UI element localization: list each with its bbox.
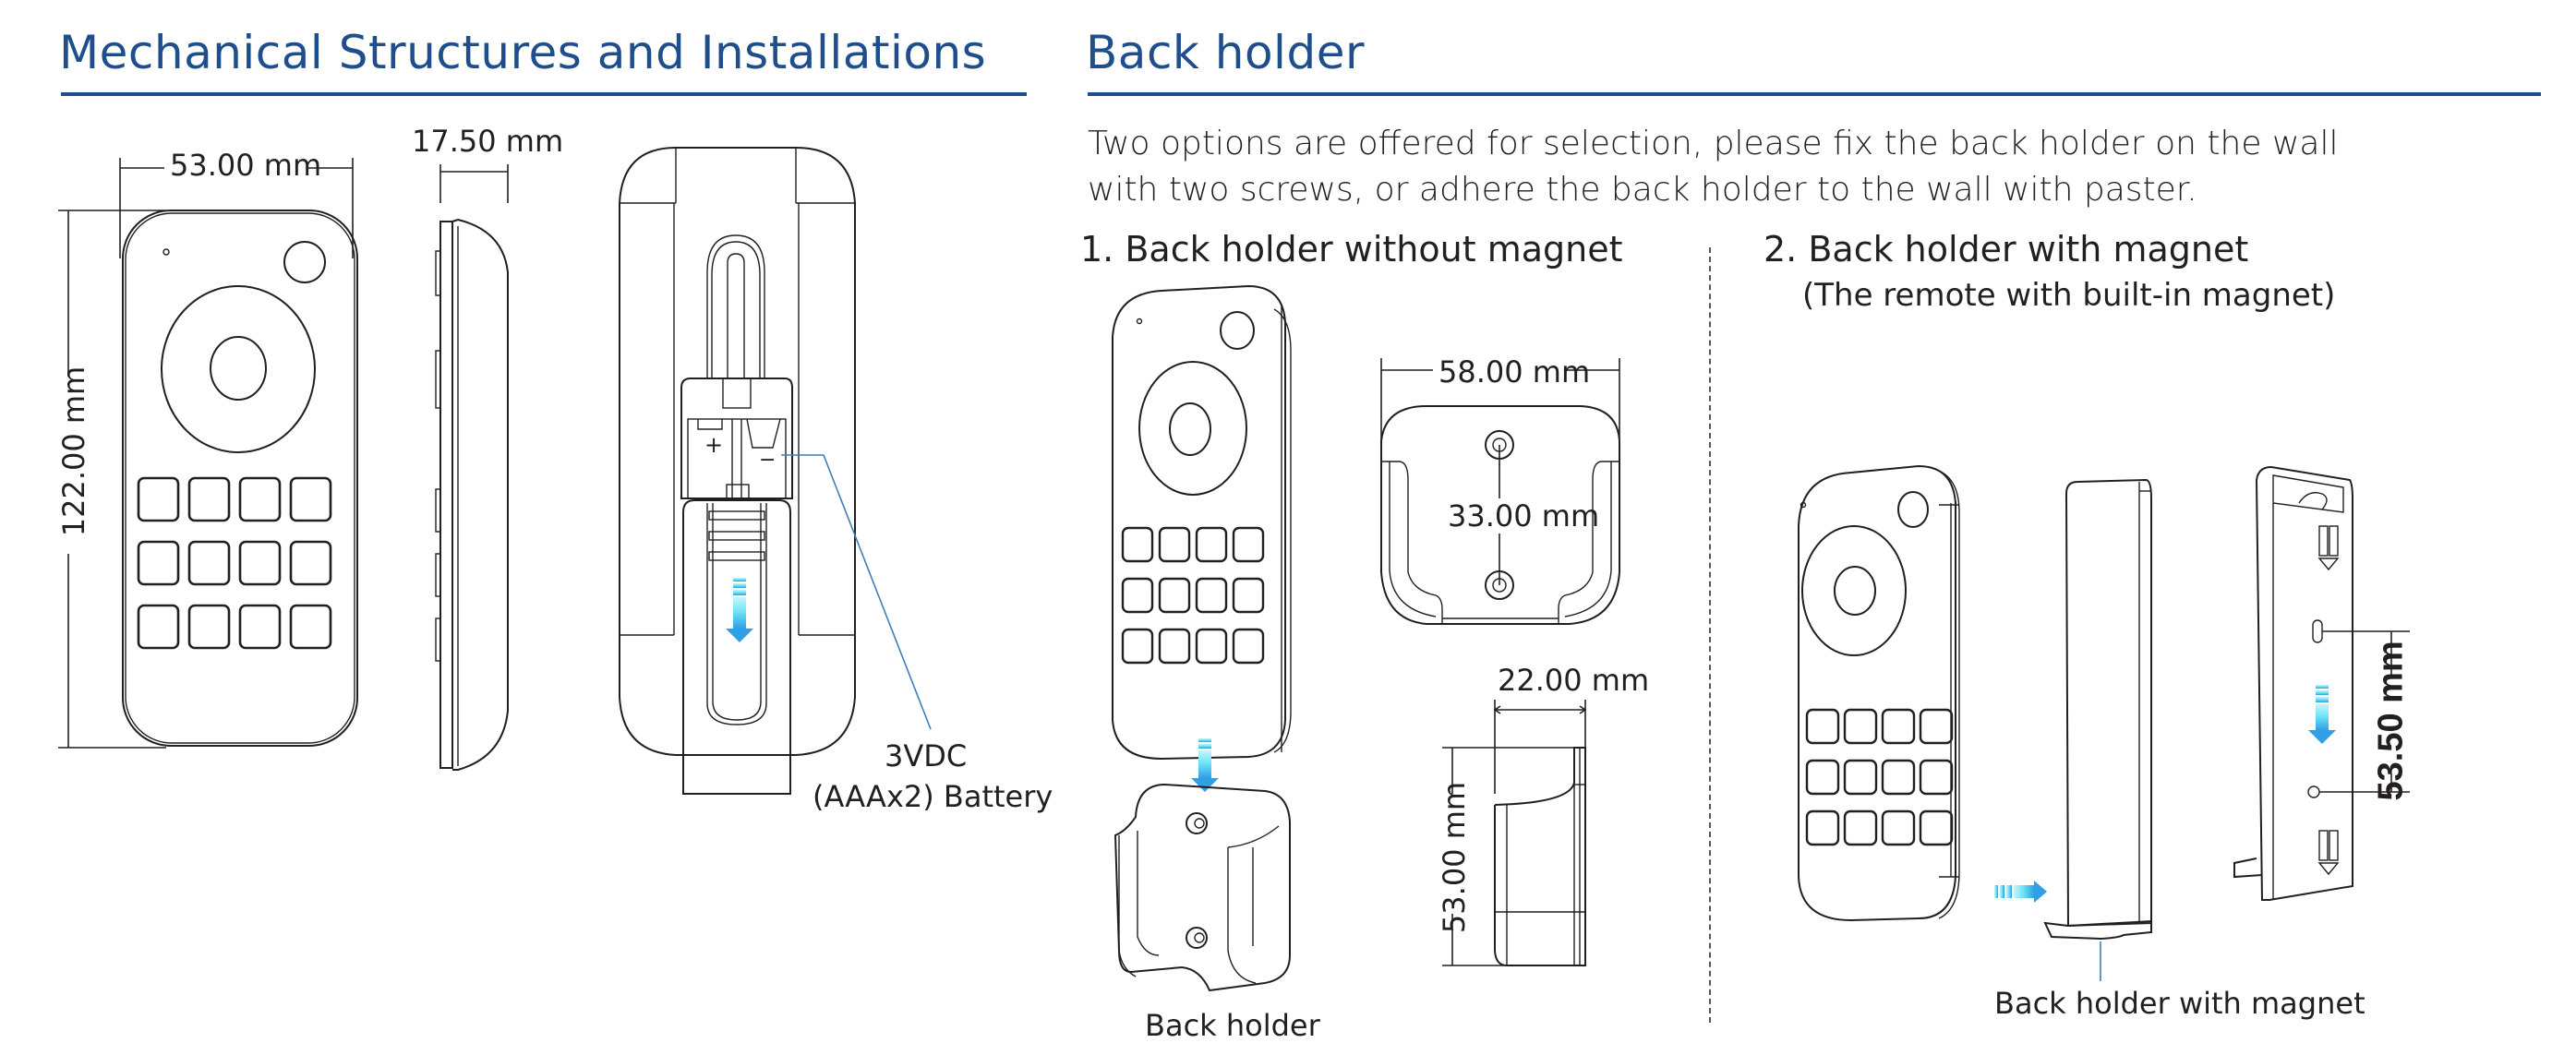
remote-key-button (1232, 577, 1265, 614)
remote-key-button (289, 604, 332, 650)
remote-key-button (1919, 759, 1954, 796)
dim-front-width: 53.00 mm (170, 148, 322, 183)
remote-key-button (1805, 759, 1840, 796)
section-rule-left (61, 92, 1027, 96)
remote-key-button (289, 540, 332, 586)
battery-plus-icon: + (704, 432, 724, 458)
options-divider (1709, 247, 1711, 1023)
option1-down-arrow-icon (1191, 738, 1219, 792)
option2-caption: Back holder with magnet (1994, 986, 2365, 1021)
remote-key-button (187, 476, 231, 522)
remote-key-button (1805, 708, 1840, 745)
dim-hole-spacing-option2: 53.50 mm (2371, 641, 2411, 801)
remote-key-button (1195, 526, 1228, 563)
remote-key-button (1843, 809, 1878, 846)
remote-key-button (1843, 708, 1878, 745)
remote-key-button (187, 604, 231, 650)
dim-holder-width: 58.00 mm (1438, 354, 1591, 390)
remote-key-button (238, 476, 282, 522)
power-button-icon (283, 241, 326, 283)
remote-key-button (137, 476, 180, 522)
remote-key-button (1881, 759, 1916, 796)
remote-key-button (1158, 577, 1191, 614)
section-title-mechanical: Mechanical Structures and Installations (59, 26, 987, 79)
remote-key-button (238, 604, 282, 650)
remote-key-button (1158, 628, 1191, 665)
remote-key-button (1121, 526, 1154, 563)
remote-key-button (1881, 809, 1916, 846)
remote-key-button (1805, 809, 1840, 846)
remote-key-button (187, 540, 231, 586)
front-button-grid (137, 476, 345, 657)
remote-key-button (1919, 809, 1954, 846)
battery-minus-icon: − (759, 449, 776, 472)
intro-text-line1: Two options are offered for selection, p… (1088, 125, 2339, 162)
option2-right-arrow-icon (1994, 881, 2047, 903)
remote-key-button (1195, 628, 1228, 665)
dim-side-depth: 17.50 mm (412, 124, 564, 159)
remote-key-button (1881, 708, 1916, 745)
option2-title: 2. Back holder with magnet (1763, 229, 2249, 270)
remote-key-button (137, 540, 180, 586)
remote-key-button (1158, 526, 1191, 563)
remote-key-button (289, 476, 332, 522)
remote-key-button (1232, 628, 1265, 665)
remote-key-button (1121, 628, 1154, 665)
remote-key-button (1195, 577, 1228, 614)
battery-label-voltage: 3VDC (885, 738, 968, 773)
remote-key-button (1843, 759, 1878, 796)
remote-key-button (1232, 526, 1265, 563)
intro-text-line2: with two screws, or adhere the back hold… (1088, 171, 2197, 209)
remote-key-button (137, 604, 180, 650)
option1-caption: Back holder (1145, 1008, 1320, 1043)
option2-down-arrow-icon (2308, 685, 2336, 744)
remote-key-button (238, 540, 282, 586)
remote-key-button (1121, 577, 1154, 614)
section-rule-right (1088, 92, 2541, 96)
battery-label-type: (AAAx2) Battery (813, 779, 1053, 814)
dim-holder-depth: 22.00 mm (1498, 663, 1650, 698)
option1-title: 1. Back holder without magnet (1080, 229, 1623, 270)
section-title-back-holder: Back holder (1086, 26, 1366, 79)
remote-key-button (1919, 708, 1954, 745)
dim-hole-spacing-option1: 33.00 mm (1448, 498, 1600, 533)
battery-down-arrow-icon (726, 578, 753, 642)
option2-subtitle: (The remote with built-in magnet) (1802, 277, 2336, 314)
